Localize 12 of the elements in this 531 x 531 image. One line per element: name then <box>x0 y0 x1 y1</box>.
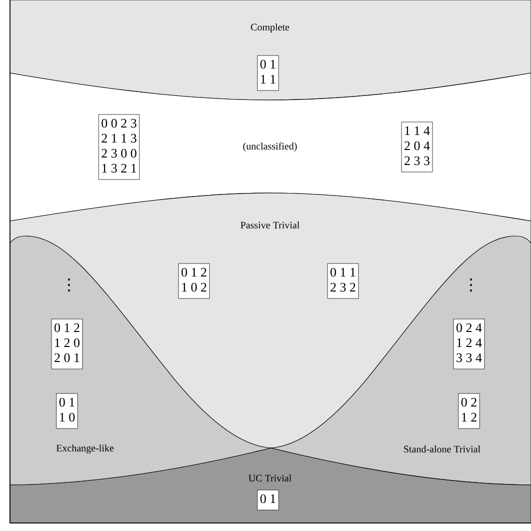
matrix-box: 1 1 4 2 0 4 2 3 3 <box>401 122 433 172</box>
vertical-ellipsis: ⋮ <box>470 278 472 292</box>
matrix-box: 0 1 2 1 0 2 <box>178 263 210 299</box>
matrix-box: 0 1 1 1 <box>257 55 279 91</box>
matrix-box: 0 2 4 1 2 4 3 3 4 <box>453 318 485 370</box>
matrix-box: 0 0 2 3 2 1 1 3 2 3 0 0 1 3 2 1 <box>98 114 140 180</box>
matrix-box: 0 1 1 0 <box>56 393 78 429</box>
matrix-box: 0 1 2 1 2 0 2 0 1 <box>51 318 83 370</box>
vertical-ellipsis: ⋮ <box>68 278 70 292</box>
matrix-box: 0 1 <box>257 490 279 510</box>
matrix-box: 0 1 1 2 3 2 <box>327 263 359 299</box>
matrix-box: 0 2 1 2 <box>458 393 480 429</box>
